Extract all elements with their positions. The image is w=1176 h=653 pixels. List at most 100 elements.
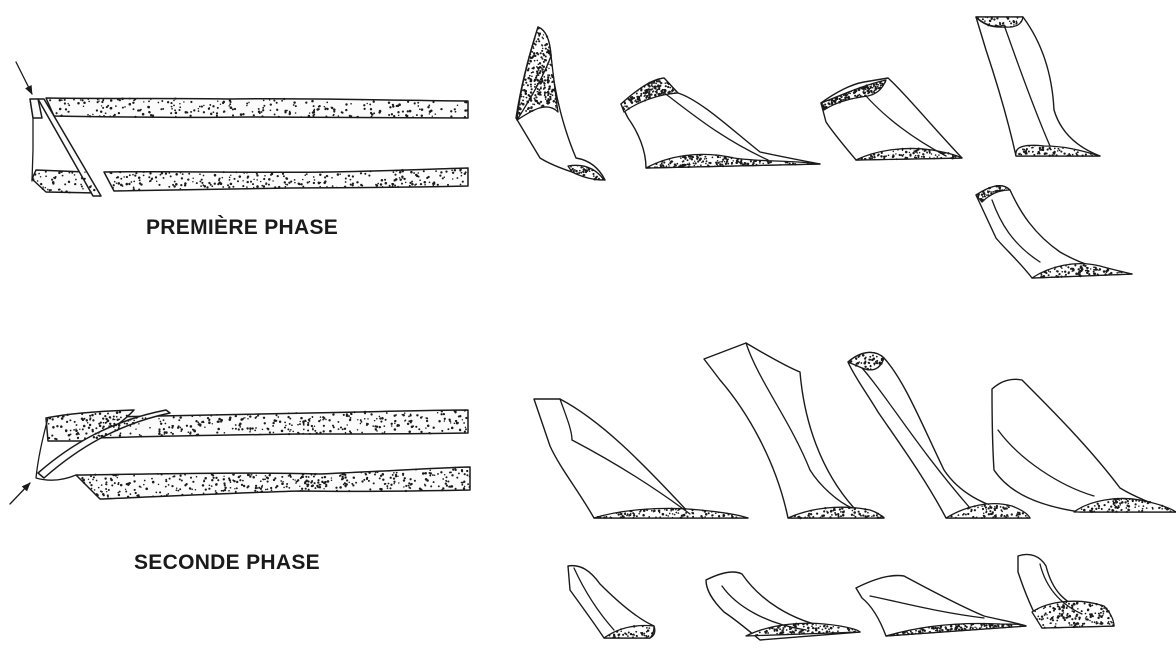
stipple-dot bbox=[463, 422, 465, 424]
stipple-dot bbox=[393, 481, 395, 483]
stipple-dot bbox=[262, 429, 264, 431]
stipple-dot bbox=[249, 415, 251, 417]
stipple-dot bbox=[1044, 606, 1046, 608]
stipple-dot bbox=[767, 632, 769, 634]
stipple-dot bbox=[545, 99, 547, 101]
stipple-dot bbox=[577, 165, 579, 167]
stipple-dot bbox=[157, 473, 159, 475]
stipple-dot bbox=[408, 416, 410, 418]
stipple-dot bbox=[877, 86, 879, 88]
stipple-dot bbox=[527, 107, 529, 109]
stipple-dot bbox=[881, 359, 883, 361]
stipple-dot bbox=[646, 89, 648, 91]
stipple-dot bbox=[360, 172, 362, 174]
stipple-dot bbox=[148, 111, 150, 113]
stipple-dot bbox=[430, 485, 432, 487]
arrow-phase-1 bbox=[16, 62, 32, 94]
stipple-dot bbox=[282, 481, 283, 482]
stipple-dot bbox=[1043, 607, 1045, 609]
stipple-dot bbox=[541, 68, 543, 70]
stipple-dot bbox=[465, 427, 466, 428]
stipple-dot bbox=[1107, 511, 1109, 513]
stipple-dot bbox=[102, 417, 104, 419]
stipple-dot bbox=[539, 33, 540, 34]
stipple-dot bbox=[429, 470, 431, 472]
stipple-dot bbox=[94, 489, 96, 491]
stipple-dot bbox=[350, 103, 352, 105]
stipple-dot bbox=[1065, 265, 1067, 267]
stipple-dot bbox=[229, 179, 231, 181]
stipple-dot bbox=[873, 156, 875, 158]
fragment-1-5 bbox=[976, 185, 1132, 278]
stipple-dot bbox=[232, 114, 234, 116]
stipple-dot bbox=[142, 417, 144, 419]
stipple-dot bbox=[118, 424, 121, 427]
stipple-dot bbox=[882, 516, 884, 518]
stipple-dot bbox=[361, 432, 363, 434]
stipple-dot bbox=[469, 476, 471, 478]
stipple-dot bbox=[538, 69, 539, 70]
stipple-dot bbox=[243, 172, 245, 174]
stipple-dot bbox=[408, 482, 410, 484]
stipple-dot bbox=[433, 481, 435, 483]
stipple-dot bbox=[314, 179, 316, 181]
stipple-dot bbox=[394, 185, 396, 187]
stipple-dot bbox=[220, 420, 222, 422]
stipple-dot bbox=[635, 99, 636, 100]
stipple-dot bbox=[853, 511, 856, 514]
stipple-dot bbox=[1093, 266, 1095, 268]
stipple-dot bbox=[530, 54, 532, 56]
stipple-dot bbox=[983, 190, 985, 192]
stipple-dot bbox=[350, 184, 352, 186]
stipple-dot bbox=[168, 426, 170, 428]
stipple-dot bbox=[1046, 272, 1048, 274]
stipple-dot bbox=[454, 423, 456, 425]
stipple-dot bbox=[935, 630, 937, 632]
stipple-dot bbox=[1056, 154, 1058, 156]
stipple-dot bbox=[452, 178, 453, 179]
stipple-dot bbox=[176, 489, 178, 491]
stipple-dot bbox=[339, 486, 342, 489]
stipple-dot bbox=[674, 92, 676, 94]
stipple-dot bbox=[129, 103, 132, 106]
stipple-dot bbox=[550, 77, 551, 78]
stipple-dot bbox=[529, 75, 531, 77]
stipple-dot bbox=[257, 415, 259, 417]
stipple-dot bbox=[178, 490, 180, 492]
stipple-dot bbox=[854, 516, 856, 518]
stipple-dot bbox=[181, 177, 183, 179]
stipple-dot bbox=[652, 632, 654, 634]
stipple-dot bbox=[786, 629, 788, 631]
stipple-dot bbox=[261, 111, 263, 113]
stipple-dot bbox=[884, 81, 886, 83]
stipple-dot bbox=[990, 191, 991, 192]
stipple-dot bbox=[408, 485, 410, 487]
stipple-dot bbox=[576, 173, 578, 175]
stipple-dot bbox=[85, 432, 87, 434]
stipple-dot bbox=[405, 485, 407, 487]
stipple-dot bbox=[640, 632, 642, 634]
stipple-dot bbox=[129, 418, 131, 420]
stipple-dot bbox=[986, 194, 988, 196]
stipple-dot bbox=[329, 430, 332, 433]
stipple-dot bbox=[1001, 509, 1003, 511]
stipple-dot bbox=[702, 509, 704, 511]
stipple-dot bbox=[1037, 616, 1039, 618]
stipple-dot bbox=[300, 477, 302, 479]
stipple-dot bbox=[722, 158, 724, 160]
stipple-dot bbox=[637, 90, 639, 92]
stipple-dot bbox=[1044, 614, 1046, 616]
stipple-dot bbox=[234, 488, 235, 489]
stipple-dot bbox=[448, 481, 450, 483]
stipple-dot bbox=[831, 101, 833, 103]
stipple-dot bbox=[176, 487, 177, 488]
stipple-dot bbox=[103, 494, 105, 496]
stipple-dot bbox=[201, 182, 203, 184]
stipple-dot bbox=[1022, 512, 1024, 514]
stipple-dot bbox=[143, 484, 145, 486]
stipple-dot bbox=[626, 105, 628, 107]
stipple-dot bbox=[1142, 508, 1144, 510]
stipple-dot bbox=[94, 474, 96, 476]
stipple-dot bbox=[451, 169, 453, 171]
stipple-dot bbox=[246, 186, 248, 188]
